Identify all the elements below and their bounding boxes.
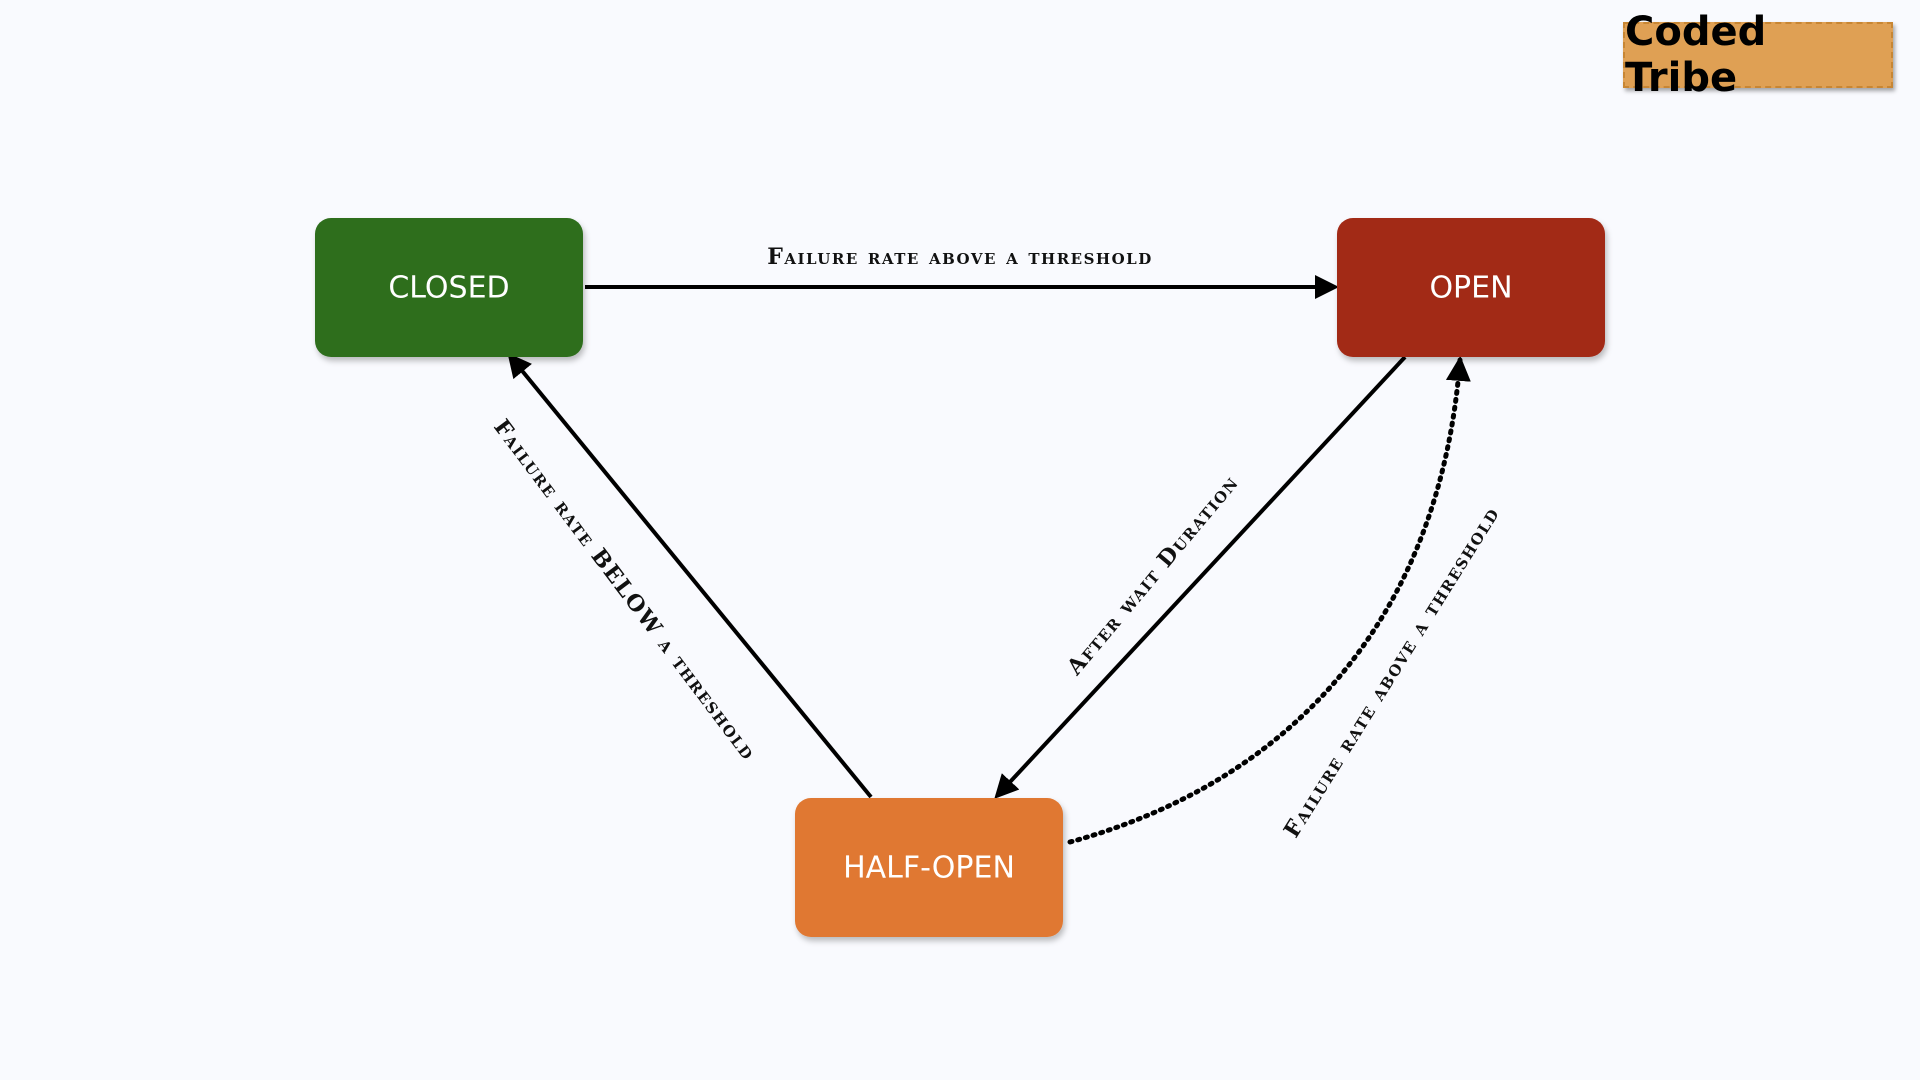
- brand-badge: Coded Tribe: [1623, 9, 1893, 101]
- label-open-to-half-open: After wait Duration: [1061, 470, 1244, 681]
- label-closed-to-open: Failure rate above a threshold: [767, 244, 1152, 270]
- state-open-box: [1337, 218, 1605, 357]
- edge-half-open-to-closed: [507, 352, 873, 799]
- state-open: OPEN: [1337, 218, 1605, 357]
- state-half-open-label: HALF-OPEN: [843, 851, 1015, 886]
- edge-open-to-half-open: [994, 355, 1407, 799]
- state-closed-box: [315, 218, 583, 357]
- state-half-open: HALF-OPEN: [795, 798, 1063, 937]
- edge-half-open-to-open: [1067, 355, 1471, 845]
- state-closed: CLOSED: [315, 218, 583, 357]
- state-closed-label: CLOSED: [388, 271, 509, 306]
- label-half-open-to-closed: Failure rate BELOW a threshold: [488, 415, 761, 766]
- state-half-open-box: [795, 798, 1063, 937]
- state-open-label: OPEN: [1429, 271, 1512, 306]
- label-half-open-to-open: Failure rate above a threshold: [1279, 502, 1505, 843]
